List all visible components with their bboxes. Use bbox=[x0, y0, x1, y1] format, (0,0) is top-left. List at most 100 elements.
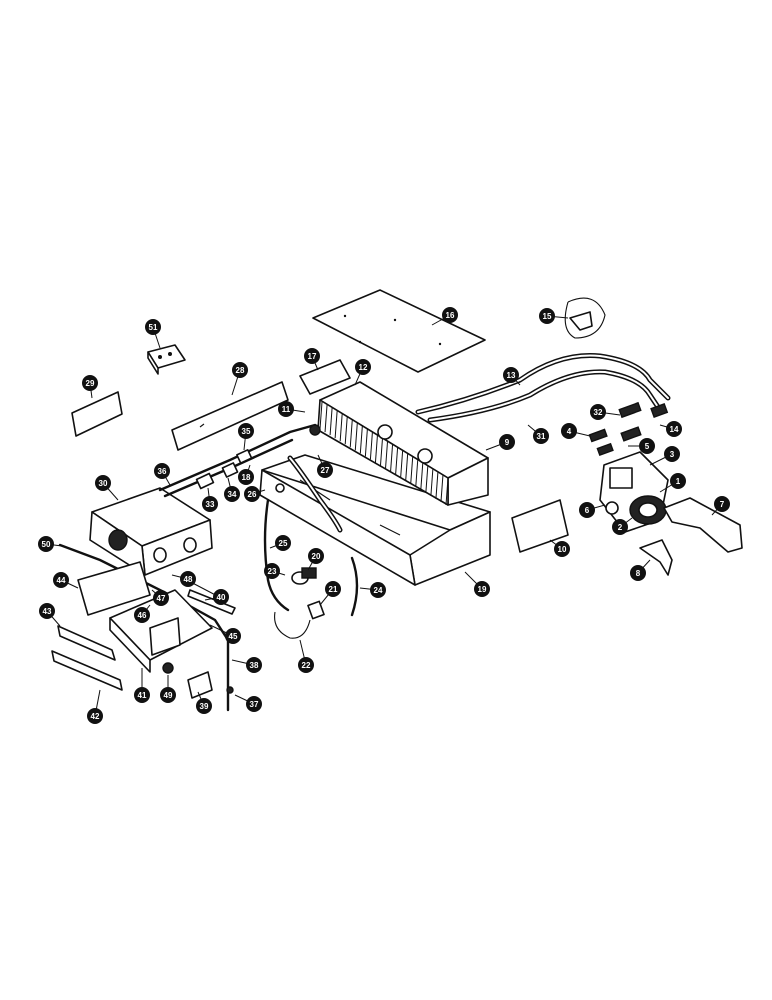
callout-number: 32 bbox=[594, 408, 603, 417]
callout-circle bbox=[225, 628, 241, 644]
callout-51: 51 bbox=[145, 319, 161, 335]
callout-3: 3 bbox=[664, 446, 680, 462]
callout-circle bbox=[639, 438, 655, 454]
callout-50: 50 bbox=[38, 536, 54, 552]
callout-number: 51 bbox=[149, 323, 158, 332]
callout-44: 44 bbox=[53, 572, 69, 588]
callout-circle bbox=[53, 572, 69, 588]
callout-43: 43 bbox=[39, 603, 55, 619]
callout-circle bbox=[370, 582, 386, 598]
callout-circle bbox=[612, 519, 628, 535]
callout-22: 22 bbox=[298, 657, 314, 673]
callout-number: 33 bbox=[206, 500, 215, 509]
callout-number: 48 bbox=[184, 575, 193, 584]
callout-number: 31 bbox=[537, 432, 546, 441]
callout-21: 21 bbox=[325, 581, 341, 597]
callout-circle bbox=[213, 589, 229, 605]
callout-circle bbox=[202, 496, 218, 512]
callout-9: 9 bbox=[499, 434, 515, 450]
callout-circle bbox=[442, 307, 458, 323]
callout-7: 7 bbox=[714, 496, 730, 512]
switches-and-connectors bbox=[195, 424, 325, 620]
callout-circle bbox=[579, 502, 595, 518]
callout-circle bbox=[95, 475, 111, 491]
callout-circle bbox=[232, 362, 248, 378]
callout-18: 18 bbox=[238, 469, 254, 485]
callout-33: 33 bbox=[202, 496, 218, 512]
callout-number: 36 bbox=[158, 467, 167, 476]
refrigerant-hoses bbox=[287, 353, 671, 533]
callout-number: 47 bbox=[157, 594, 166, 603]
callout-number: 39 bbox=[200, 702, 209, 711]
callout-circle bbox=[153, 590, 169, 606]
callout-42: 42 bbox=[87, 708, 103, 724]
callout-number: 42 bbox=[91, 712, 100, 721]
callout-circle bbox=[160, 687, 176, 703]
callout-number: 7 bbox=[720, 500, 725, 509]
callout-labels: 1234567891011121314151617181920212223242… bbox=[38, 307, 730, 724]
callout-47: 47 bbox=[153, 590, 169, 606]
callout-41: 41 bbox=[134, 687, 150, 703]
callout-circle bbox=[714, 496, 730, 512]
callout-number: 29 bbox=[86, 379, 95, 388]
callout-48: 48 bbox=[180, 571, 196, 587]
callout-19: 19 bbox=[474, 581, 490, 597]
callout-number: 3 bbox=[670, 450, 675, 459]
relay-block bbox=[147, 344, 186, 375]
callout-8: 8 bbox=[630, 565, 646, 581]
callout-number: 27 bbox=[321, 466, 330, 475]
callout-24: 24 bbox=[370, 582, 386, 598]
callout-circle bbox=[39, 603, 55, 619]
callout-number: 23 bbox=[268, 567, 277, 576]
callout-circle bbox=[246, 696, 262, 712]
end-plate bbox=[299, 359, 351, 395]
callout-number: 19 bbox=[478, 585, 487, 594]
fittings bbox=[588, 401, 669, 457]
callout-circle bbox=[145, 319, 161, 335]
callout-10: 10 bbox=[554, 541, 570, 557]
side-panel-right bbox=[511, 499, 569, 553]
mounting-frame bbox=[51, 561, 236, 691]
callout-31: 31 bbox=[533, 428, 549, 444]
callout-number: 9 bbox=[505, 438, 510, 447]
callout-34: 34 bbox=[224, 486, 240, 502]
callout-45: 45 bbox=[225, 628, 241, 644]
callout-circle bbox=[278, 401, 294, 417]
callout-46: 46 bbox=[134, 607, 150, 623]
callout-30: 30 bbox=[95, 475, 111, 491]
callout-circle bbox=[666, 421, 682, 437]
callout-circle bbox=[238, 423, 254, 439]
top-cover-panel bbox=[312, 289, 486, 373]
callout-circle bbox=[298, 657, 314, 673]
callout-number: 16 bbox=[446, 311, 455, 320]
long-side-panel bbox=[171, 381, 289, 451]
callout-number: 5 bbox=[645, 442, 650, 451]
callout-circle bbox=[630, 565, 646, 581]
callout-circle bbox=[561, 423, 577, 439]
callout-circle bbox=[304, 348, 320, 364]
callout-26: 26 bbox=[244, 486, 260, 502]
callout-number: 11 bbox=[282, 405, 291, 414]
callout-circle bbox=[308, 548, 324, 564]
callout-circle bbox=[154, 463, 170, 479]
callout-number: 34 bbox=[228, 490, 237, 499]
callout-circle bbox=[275, 535, 291, 551]
callout-number: 46 bbox=[138, 611, 147, 620]
callout-circle bbox=[134, 687, 150, 703]
callout-number: 43 bbox=[43, 607, 52, 616]
callout-23: 23 bbox=[264, 563, 280, 579]
callout-number: 37 bbox=[250, 700, 259, 709]
callout-36: 36 bbox=[154, 463, 170, 479]
callout-number: 44 bbox=[57, 576, 66, 585]
bracket-clip bbox=[564, 297, 606, 339]
callout-circle bbox=[533, 428, 549, 444]
callout-number: 1 bbox=[676, 477, 681, 486]
callout-number: 12 bbox=[359, 363, 368, 372]
callout-number: 26 bbox=[248, 490, 257, 499]
callout-circle bbox=[499, 434, 515, 450]
callout-37: 37 bbox=[246, 696, 262, 712]
callout-32: 32 bbox=[590, 404, 606, 420]
callout-circle bbox=[554, 541, 570, 557]
callout-17: 17 bbox=[304, 348, 320, 364]
